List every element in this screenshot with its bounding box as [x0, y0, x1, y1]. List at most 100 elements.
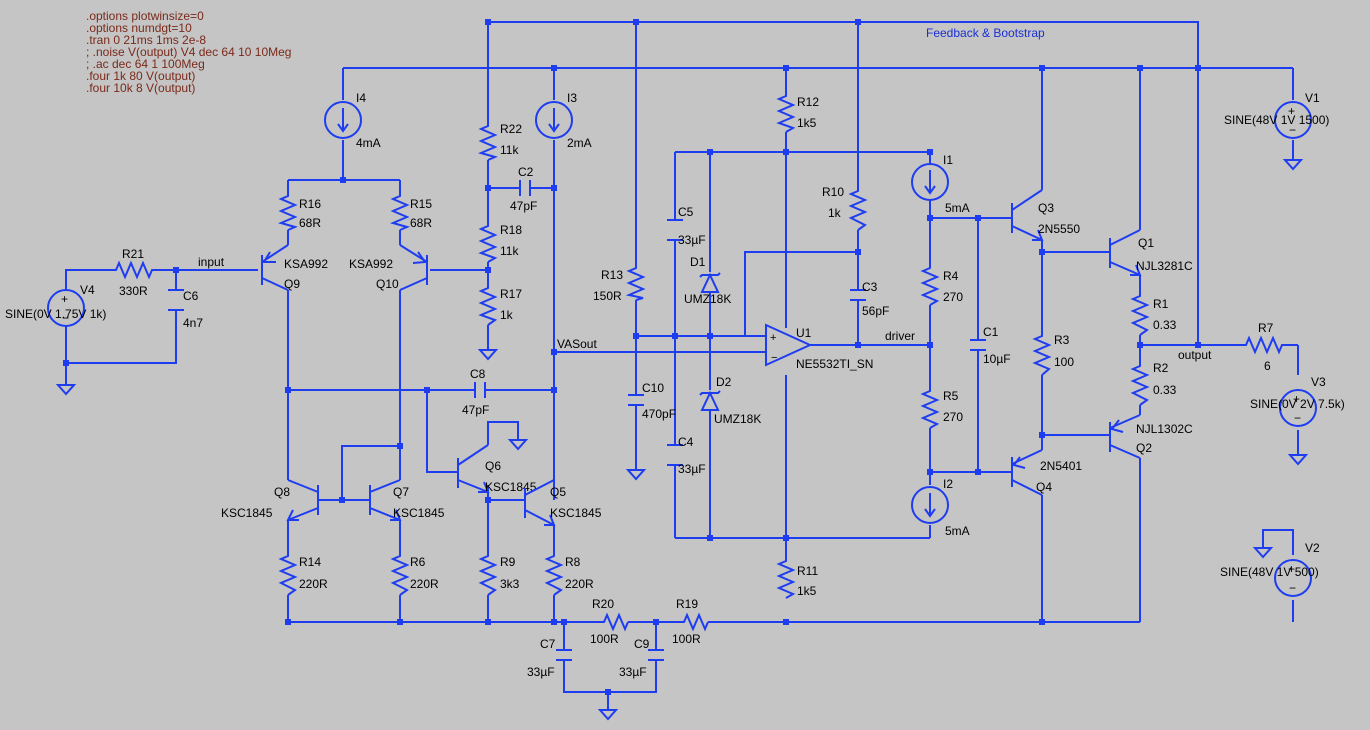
capacitor-C1	[970, 339, 986, 351]
label-V4: V4	[80, 283, 95, 297]
value-C7: 33µF	[527, 665, 555, 679]
label-V3: V3	[1311, 375, 1326, 389]
transistor-Q9	[261, 244, 289, 291]
current-source-I4: I4 4mA	[324, 91, 381, 150]
value-C4: 33µF	[678, 462, 706, 476]
resistor-R18	[478, 220, 498, 263]
transistor-Q4	[1011, 449, 1043, 496]
value-R16: 68R	[299, 216, 321, 230]
svg-text:−: −	[1289, 581, 1296, 595]
value-R11: 1k5	[797, 584, 817, 598]
value-R12: 1k5	[797, 116, 817, 130]
label-Q8: Q8	[274, 485, 290, 499]
value-R2: 0.33	[1153, 383, 1177, 397]
ground-icon	[1252, 547, 1274, 559]
junction-dots	[63, 19, 1201, 695]
resistor-R15	[390, 190, 410, 231]
ground-symbols	[55, 159, 1309, 721]
label-D1: D1	[690, 255, 706, 269]
label-I3: I3	[567, 91, 577, 105]
resistor-R21	[110, 260, 158, 280]
value-I4: 4mA	[356, 136, 381, 150]
label-R10: R10	[822, 185, 844, 199]
label-Q3: Q3	[1038, 201, 1054, 215]
label-I2: I2	[943, 477, 953, 491]
label-R12: R12	[797, 95, 819, 109]
svg-text:−: −	[62, 311, 69, 325]
label-R11: R11	[797, 564, 818, 578]
value-Q6: KSC1845	[485, 480, 537, 494]
label-C8: C8	[470, 367, 486, 381]
directive-line: .four 1k 80 V(output)	[86, 69, 195, 83]
label-R13: R13	[601, 268, 623, 282]
value-I3: 2mA	[567, 136, 592, 150]
directive-line: .options numdgt=10	[86, 21, 192, 35]
label-Q2: Q2	[1136, 441, 1152, 455]
value-C8: 47pF	[462, 403, 489, 417]
zener-diode-D2: D2 UMZ18K	[699, 375, 761, 426]
value-R14: 220R	[299, 577, 328, 591]
voltage-source-V3: + − V3 SINE(0V 2V 7.5k)	[1250, 375, 1345, 427]
value-Q3: 2N5550	[1038, 222, 1080, 236]
directive-line: ; .ac dec 64 1 100Meg	[86, 57, 205, 71]
value-R4: 270	[943, 290, 963, 304]
label-V2: V2	[1305, 541, 1320, 555]
value-R13: 150R	[593, 289, 622, 303]
svg-text:+: +	[1288, 562, 1295, 576]
label-I4: I4	[356, 91, 366, 105]
label-C4: C4	[678, 435, 694, 449]
directive-line: .options plotwinsize=0	[86, 9, 204, 23]
resistor-R13	[625, 262, 646, 301]
current-source-I2: I2 5mA	[911, 477, 970, 538]
label-R7: R7	[1258, 321, 1274, 335]
ground-icon	[507, 439, 529, 451]
value-R15: 68R	[410, 216, 432, 230]
label-Q5: Q5	[550, 485, 566, 499]
label-R20: R20	[592, 597, 614, 611]
resistor-R20	[600, 612, 629, 632]
capacitor-C7	[556, 649, 572, 661]
label-Q6: Q6	[485, 459, 501, 473]
resistor-R3	[1032, 330, 1052, 376]
value-R21: 330R	[119, 284, 148, 298]
value-U1: NE5532TI_SN	[796, 357, 873, 371]
voltage-source-V2: + − V2 SINE(48V 1V 500)	[1220, 541, 1320, 597]
resistor-R4	[920, 262, 940, 306]
label-R8: R8	[565, 555, 581, 569]
label-R4: R4	[943, 269, 959, 283]
net-label-input: input	[198, 255, 225, 269]
capacitor-C10	[628, 394, 644, 406]
svg-text:+: +	[1293, 392, 1300, 406]
ground-icon	[1287, 454, 1309, 466]
value-R7: 6	[1264, 359, 1271, 373]
value-I2: 5mA	[945, 524, 970, 538]
transistor-Q1	[1109, 229, 1142, 276]
transistor-Q2	[1109, 414, 1141, 459]
value-Q7: KSC1845	[393, 506, 445, 520]
value-R6: 220R	[410, 577, 439, 591]
spice-directives: .options plotwinsize=0 .options numdgt=1…	[86, 9, 291, 95]
value-R8: 220R	[565, 577, 594, 591]
resistor-R22	[478, 120, 498, 161]
value-C5: 33µF	[678, 233, 706, 247]
label-C10: C10	[642, 381, 664, 395]
value-R1: 0.33	[1153, 318, 1177, 332]
feedback-bootstrap-title: Feedback & Bootstrap	[926, 26, 1045, 40]
value-Q1: NJL3281C	[1136, 259, 1193, 273]
current-source-I3: I3 2mA	[535, 91, 592, 150]
capacitor-C4	[667, 444, 683, 466]
value-V2: SINE(48V 1V 500)	[1220, 565, 1319, 579]
value-C3: 56pF	[862, 304, 889, 318]
value-V4: SINE(0V 1.75V 1k)	[5, 307, 106, 321]
resistor-R17	[478, 282, 498, 326]
value-C2: 47pF	[510, 199, 537, 213]
transistor-Q8	[286, 479, 319, 521]
resistor-R14	[278, 550, 298, 596]
resistor-R2	[1130, 360, 1150, 406]
svg-text:−: −	[1294, 411, 1301, 425]
value-R22: 11k	[500, 143, 519, 157]
value-V3: SINE(0V 2V 7.5k)	[1250, 397, 1345, 411]
svg-text:+: +	[770, 332, 776, 344]
label-C5: C5	[678, 205, 694, 219]
